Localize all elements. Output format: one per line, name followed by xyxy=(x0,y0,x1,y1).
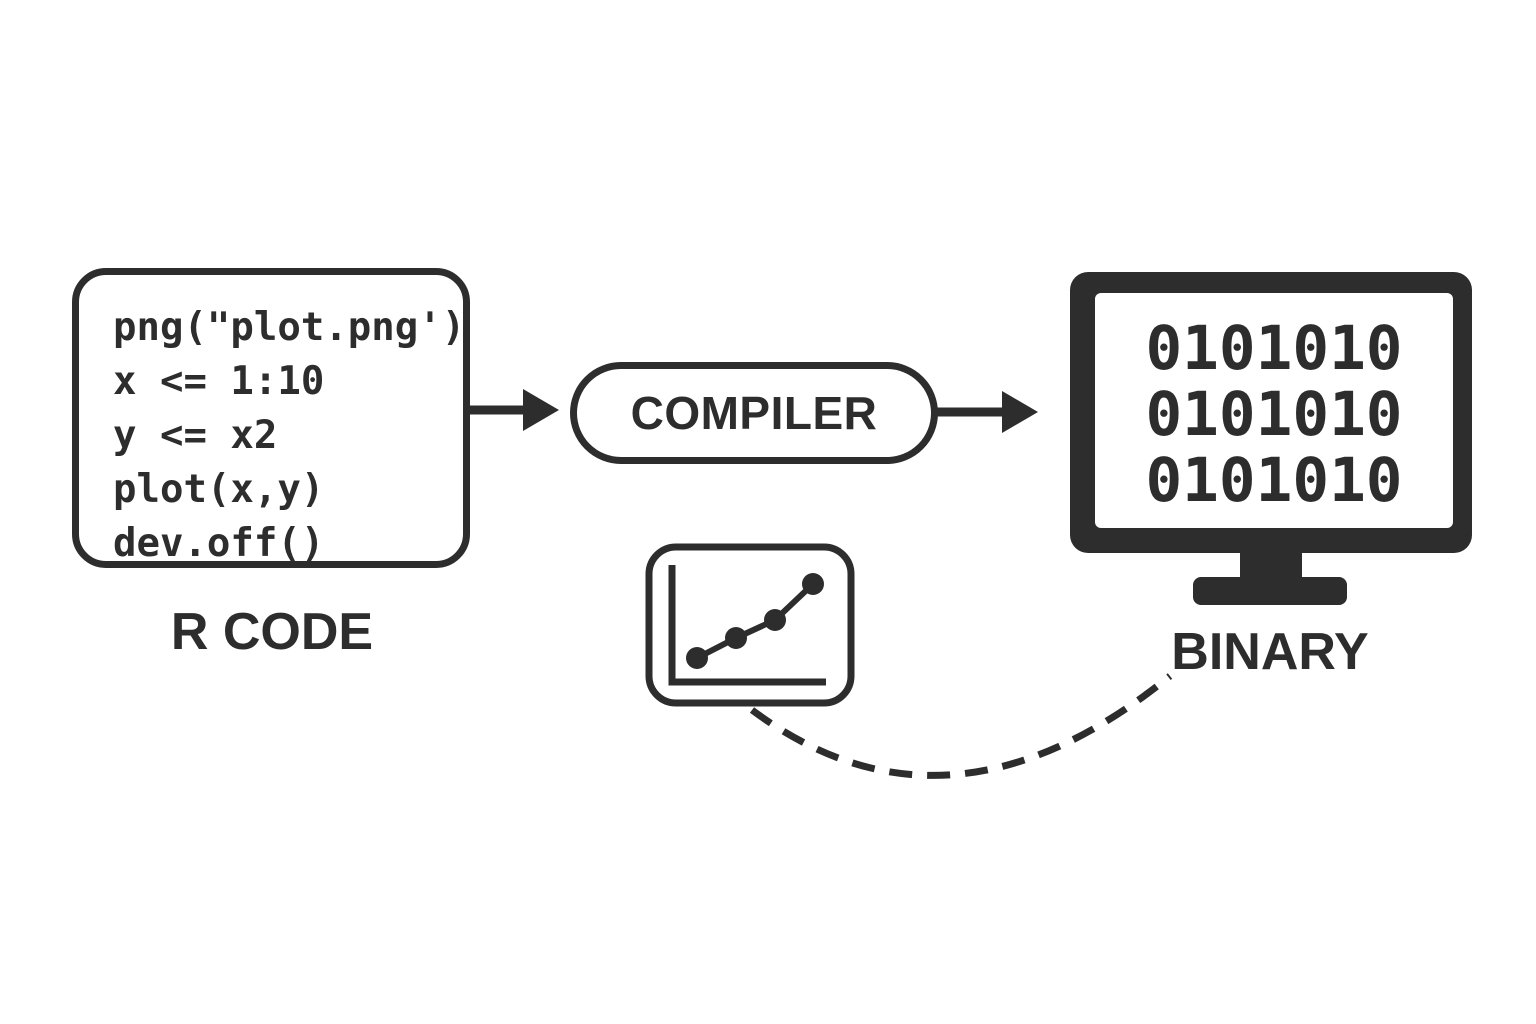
dashed-curve-connector xyxy=(749,673,1173,779)
code-line: dev.off() xyxy=(113,521,325,566)
code-line: x <= 1:10 xyxy=(113,359,325,404)
monitor-stand-base xyxy=(1193,577,1347,605)
r-code-box: png("plot.png') x <= 1:10 y <= x2 plot(x… xyxy=(72,268,470,568)
arrow-right-icon xyxy=(1002,391,1038,433)
chart-trend-line xyxy=(695,581,816,661)
chart-axes xyxy=(668,565,826,686)
r-code-label: R CODE xyxy=(170,603,374,661)
chart-data-point xyxy=(686,647,708,669)
arrow-right-icon xyxy=(523,389,559,431)
compiler-node: COMPILER xyxy=(570,362,938,464)
binary-label: BINARY xyxy=(1171,623,1369,681)
line-chart-icon xyxy=(645,543,855,707)
monitor-icon: 0101010 0101010 0101010 xyxy=(1070,272,1472,553)
code-line: y <= x2 xyxy=(113,413,278,458)
monitor-screen: 0101010 0101010 0101010 xyxy=(1095,293,1453,528)
binary-text-line: 0101010 xyxy=(1145,312,1403,384)
binary-text-line: 0101010 xyxy=(1145,444,1403,516)
binary-text-line: 0101010 xyxy=(1145,378,1403,450)
code-line: png("plot.png') xyxy=(113,305,466,350)
monitor-stand-neck xyxy=(1240,552,1302,580)
chart-data-point xyxy=(802,573,824,595)
code-line: plot(x,y) xyxy=(113,467,325,512)
chart-data-point xyxy=(725,627,747,649)
chart-data-point xyxy=(764,609,786,631)
compiler-label: COMPILER xyxy=(630,387,878,439)
